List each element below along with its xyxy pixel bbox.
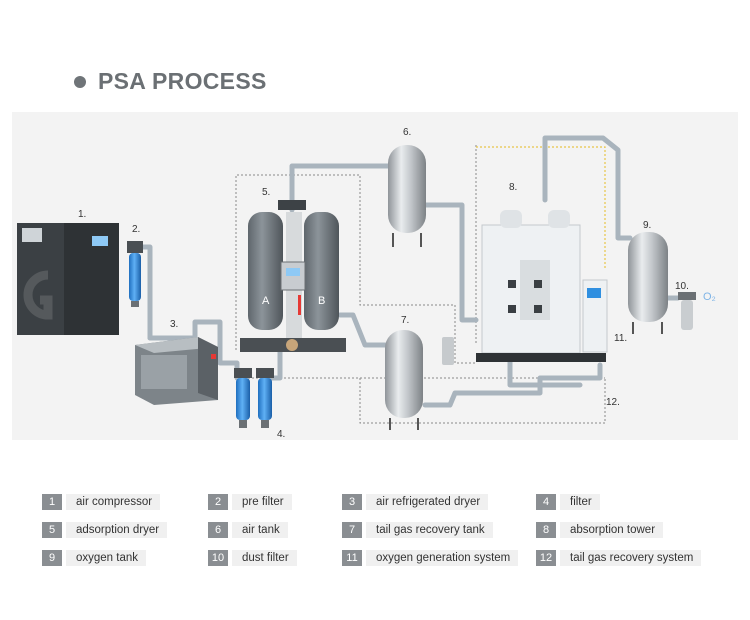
legend-number: 4 — [536, 494, 556, 510]
legend-number: 7 — [342, 522, 362, 538]
callout-2: 2. — [132, 224, 140, 235]
callout-12: 12. — [606, 397, 620, 408]
tail-gas-boundary — [359, 378, 606, 424]
air-refrigerated-dryer — [135, 337, 218, 405]
tower-a — [248, 212, 283, 330]
title-area: PSA PROCESS — [74, 68, 267, 95]
legend-label: oxygen generation system — [366, 550, 519, 566]
legend-number: 5 — [42, 522, 62, 538]
pipe-tail-return — [422, 362, 603, 408]
callout-5: 5. — [262, 187, 270, 198]
g-logo-icon — [23, 270, 53, 320]
air-tank — [388, 145, 426, 247]
callout-6: 6. — [403, 127, 411, 138]
legend-number: 12 — [536, 550, 556, 566]
brand-logo-icon — [22, 228, 42, 242]
legend-label: tail gas recovery tank — [366, 522, 493, 538]
tail-gas-recovery-tank — [385, 330, 454, 430]
legend-label: air tank — [232, 522, 288, 538]
legend-label: air refrigerated dryer — [366, 494, 489, 510]
oxygen-outlet-label: O₂ — [703, 291, 716, 303]
pre-filter — [127, 241, 143, 307]
callout-11: 11. — [614, 333, 627, 344]
oxygen-tank — [628, 232, 668, 334]
yellow-tower-boundary — [476, 146, 606, 270]
callout-4: 4. — [277, 429, 285, 440]
legend-number: 3 — [342, 494, 362, 510]
legend-number: 8 — [536, 522, 556, 538]
legend-number: 11 — [342, 550, 362, 566]
absorption-tower — [476, 210, 608, 362]
pipe-tower-oxygentank — [542, 135, 633, 241]
legend-label: absorption tower — [560, 522, 664, 538]
legend-label: adsorption dryer — [66, 522, 168, 538]
pipe-adsorber-airtank — [289, 163, 393, 213]
legend-number: 10 — [208, 550, 228, 566]
callout-7: 7. — [401, 315, 409, 326]
red-indicator-icon — [211, 354, 216, 359]
legend-label: tail gas recovery system — [560, 550, 702, 566]
page-title: PSA PROCESS — [98, 68, 267, 94]
legend-label: dust filter — [232, 550, 297, 566]
legend-label: filter — [560, 494, 600, 510]
callouts: 1. 2. 3. 4. 5. 6. 7. 8. 9. 10. 11. 12. O… — [78, 127, 716, 440]
tower-b-label: B — [318, 295, 325, 307]
legend-number: 1 — [42, 494, 62, 510]
filters — [234, 368, 274, 428]
tower-a-label: A — [262, 295, 270, 307]
control-screen — [92, 236, 108, 246]
callout-3: 3. — [170, 319, 178, 330]
pipe-airtank-tower — [422, 202, 479, 323]
adsorption-dryer-boundary — [235, 174, 475, 364]
callout-8: 8. — [509, 182, 517, 193]
callout-1: 1. — [78, 209, 86, 220]
legend-number: 9 — [42, 550, 62, 566]
callout-9: 9. — [643, 220, 651, 231]
legend-label: air compressor — [66, 494, 161, 510]
tower-b — [304, 212, 339, 330]
adsorption-dryer: A B — [240, 200, 346, 352]
legend-number: 6 — [208, 522, 228, 538]
pipe-tower-bottom — [507, 359, 583, 388]
legend-label: oxygen tank — [66, 550, 147, 566]
legend-label: pre filter — [232, 494, 292, 510]
bullet-dot-icon — [74, 75, 86, 88]
legend-number: 2 — [208, 494, 228, 510]
callout-10: 10. — [675, 281, 689, 292]
dust-filter — [678, 292, 696, 330]
pipe-adsorber-tailtank — [337, 312, 388, 348]
air-compressor — [17, 223, 119, 335]
